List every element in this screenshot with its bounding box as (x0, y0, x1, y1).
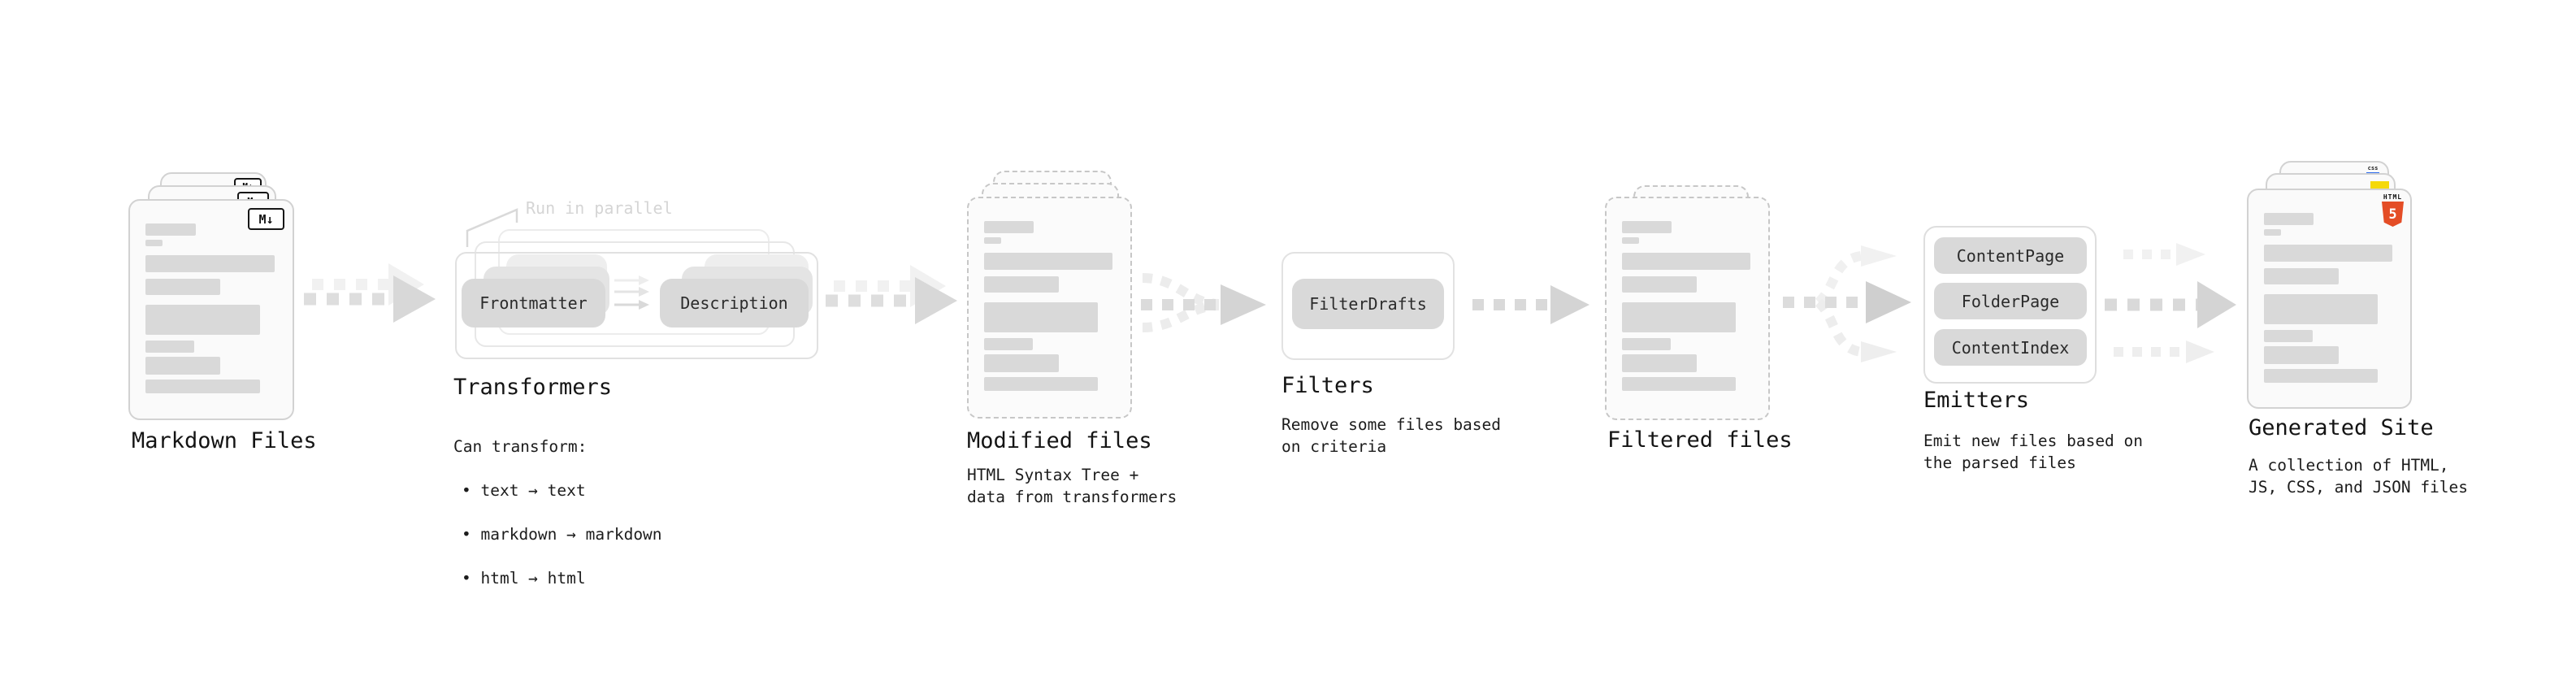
caption-bullet: • text → text (462, 481, 586, 500)
filters-label: Filters (1281, 373, 1374, 398)
html5-icon: HTML 5 (2382, 193, 2404, 227)
generated-file-html: HTML 5 (2247, 189, 2412, 409)
emitters-caption: Emit new files based on the parsed files (1923, 432, 2144, 472)
markdown-file-front: M↓ (128, 199, 294, 420)
generated-site-label: Generated Site (2249, 415, 2434, 440)
file-content-placeholder (1622, 221, 1753, 391)
filtered-files-label: Filtered files (1607, 427, 1793, 453)
file-content-placeholder (2264, 213, 2395, 383)
dashed-arrow-icon (304, 263, 436, 323)
filterdrafts-pill: FilterDrafts (1292, 279, 1444, 329)
triple-arrow-icon (2105, 243, 2236, 363)
css-icon-word: css (2367, 165, 2379, 171)
html5-icon-word: HTML (2383, 193, 2403, 201)
description-pill: Description (660, 279, 809, 327)
modified-files-label: Modified files (967, 428, 1152, 453)
transformer-box-front (455, 252, 818, 359)
filtered-file-front (1605, 197, 1770, 420)
html5-icon-shield: 5 (2382, 202, 2404, 227)
generated-site-caption: A collection of HTML, JS, CSS, and JSON … (2249, 456, 2469, 497)
transformers-label: Transformers (453, 375, 613, 400)
parallel-arrows-icon (614, 275, 649, 310)
dashed-arrow-icon (826, 265, 957, 324)
run-in-parallel-callout: Run in parallel (526, 198, 673, 218)
js-icon (2370, 181, 2389, 190)
file-content-placeholder (984, 221, 1115, 391)
modified-file-front (967, 197, 1132, 419)
markdown-icon: M↓ (248, 208, 284, 230)
filters-caption: Remove some files based on criteria (1281, 415, 1502, 456)
contentpage-pill: ContentPage (1934, 237, 2087, 274)
caption-bullet: • markdown → markdown (462, 525, 662, 544)
merge-arrow-icon (1141, 273, 1266, 332)
contentindex-pill: ContentIndex (1934, 329, 2087, 366)
folderpage-pill: FolderPage (1934, 283, 2087, 319)
frontmatter-pill: Frontmatter (462, 279, 605, 327)
caption-bullet: • html → html (462, 569, 586, 588)
dashed-arrow-icon (1472, 285, 1589, 324)
file-content-placeholder (145, 223, 277, 393)
emitters-label: Emitters (1923, 388, 2030, 413)
callout-connector-line (466, 208, 518, 247)
transformers-caption: Can transform: • text → text • markdown … (453, 414, 662, 611)
split-arrow-icon (1783, 245, 1911, 362)
modified-files-caption: HTML Syntax Tree + data from transformer… (967, 466, 1177, 506)
markdown-files-label: Markdown Files (132, 428, 317, 453)
caption-line: Can transform: (453, 437, 588, 456)
